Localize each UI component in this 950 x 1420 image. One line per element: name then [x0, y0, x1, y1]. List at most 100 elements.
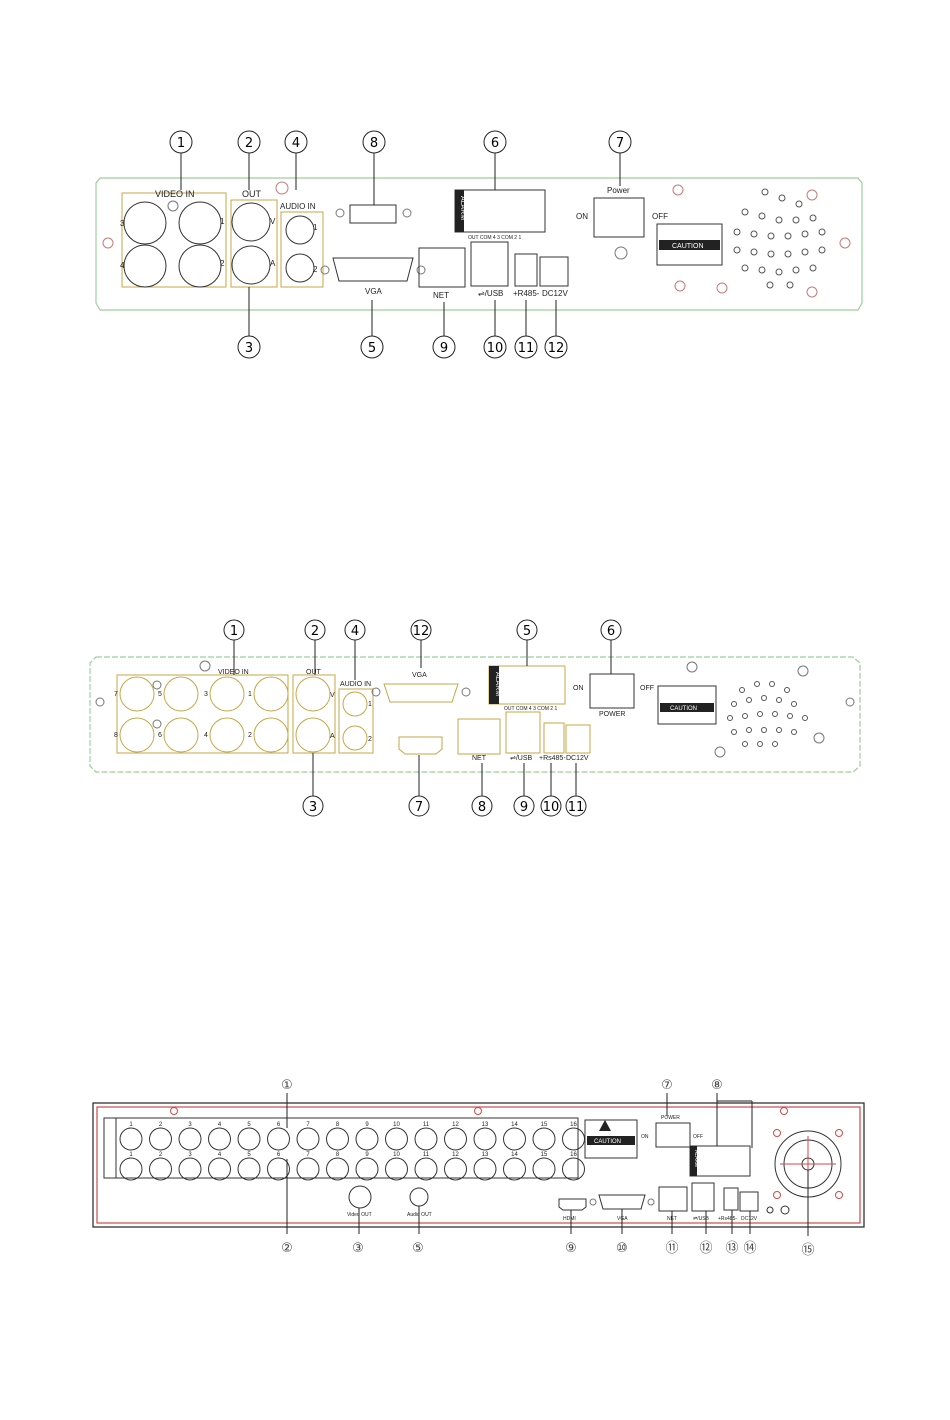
p3-video-in-5[interactable] [237, 1127, 261, 1151]
p3-video-in-12[interactable] [444, 1127, 467, 1151]
p2-audio-in-1[interactable] [342, 691, 368, 717]
p3-video-in-3[interactable] [178, 1127, 202, 1151]
p3-hdmi-port[interactable] [558, 1198, 587, 1211]
panel-3-chassis-outer [92, 1102, 865, 1228]
p3-net-port[interactable] [658, 1186, 688, 1212]
p3-loop-out-label-1: 1 [129, 1152, 133, 1158]
p2-net-port[interactable] [457, 718, 501, 755]
p3-video-in-10[interactable] [385, 1127, 408, 1151]
p1-dc12v-port[interactable] [539, 256, 569, 287]
p1-video-in-2[interactable] [178, 244, 222, 288]
p2-video-in-7[interactable] [119, 676, 155, 712]
p3-video-out-port[interactable] [348, 1185, 372, 1209]
p3-video-in-2[interactable] [149, 1127, 172, 1151]
p2-video-in-block [116, 674, 289, 754]
p3-rs485-port[interactable] [723, 1187, 739, 1211]
p3-video-in-6[interactable] [267, 1127, 290, 1151]
p3-callout-11: ⑪ [665, 1241, 678, 1256]
p3-audio-out-port[interactable] [409, 1187, 429, 1207]
p3-loop-out-9[interactable] [355, 1157, 379, 1181]
p3-callout-15: ⑮ [801, 1243, 814, 1258]
p3-callout-12: ⑫ [699, 1241, 712, 1256]
p2-video-in-4[interactable] [209, 717, 245, 753]
p2-callout-text-8: 8 [478, 800, 486, 815]
p3-video-in-4[interactable] [208, 1127, 231, 1151]
p3-loop-out-14[interactable] [503, 1157, 526, 1181]
p1-label-v: V [270, 217, 276, 226]
p1-video-in-3[interactable] [123, 201, 167, 245]
p3-video-in-16[interactable] [562, 1127, 585, 1151]
p1-audio-out[interactable] [231, 245, 271, 285]
p3-video-in-14[interactable] [503, 1127, 526, 1151]
p3-loop-out-1[interactable] [119, 1157, 143, 1181]
p3-video-in-11[interactable] [414, 1127, 438, 1151]
p2-label-alarm: ALARM [494, 672, 501, 696]
p1-alarm-block[interactable] [454, 189, 546, 233]
p1-label-ch4: 4 [120, 261, 125, 270]
p1-audio-in-1[interactable] [285, 215, 315, 245]
p3-loop-out-11[interactable] [414, 1157, 438, 1181]
p2-video-in-5[interactable] [163, 676, 199, 712]
p1-audio-in-2[interactable] [285, 253, 315, 283]
p2-label-off: OFF [640, 685, 654, 692]
panel-1-chassis [95, 177, 863, 311]
p3-power-switch[interactable] [655, 1122, 691, 1148]
p3-video-in-label-15: 15 [541, 1122, 548, 1128]
p1-rs485-port[interactable] [514, 253, 538, 287]
p3-loop-out-10[interactable] [385, 1157, 408, 1181]
p2-dc12v-port[interactable] [565, 724, 591, 754]
p3-loop-out-6[interactable] [267, 1157, 290, 1181]
p2-vga-port[interactable] [383, 683, 459, 703]
p3-loop-out-7[interactable] [296, 1157, 320, 1181]
p3-loop-out-13[interactable] [473, 1157, 497, 1181]
p1-video-in-1[interactable] [178, 201, 222, 245]
p3-loop-out-15[interactable] [532, 1157, 556, 1181]
p3-video-in-9[interactable] [355, 1127, 379, 1151]
p3-vga-port[interactable] [598, 1194, 646, 1210]
p2-callouts-bottom [302, 753, 587, 817]
p2-video-in-1[interactable] [253, 676, 289, 712]
p2-video-in-6[interactable] [163, 717, 199, 753]
p1-usb-port[interactable] [470, 241, 509, 287]
p2-power-switch[interactable] [589, 673, 635, 709]
p1-label-ch1: 1 [220, 217, 225, 226]
p3-loop-out-2[interactable] [149, 1157, 172, 1181]
p3-loop-out-4[interactable] [208, 1157, 231, 1181]
p2-video-in-8[interactable] [119, 717, 155, 753]
panel-2: VIDEO IN 7 5 3 1 8 6 4 2 OUT V A AUDIO I… [89, 619, 861, 817]
p3-usb-port[interactable] [691, 1182, 715, 1212]
p3-loop-out-12[interactable] [444, 1157, 467, 1181]
p3-loop-out-3[interactable] [178, 1157, 202, 1181]
p3-video-in-15[interactable] [532, 1127, 556, 1151]
p2-callout-text-1: 1 [230, 624, 238, 639]
p3-label-hdmi: HDMI [563, 1216, 576, 1222]
p2-video-in-2[interactable] [253, 717, 289, 753]
p3-loop-out-5[interactable] [237, 1157, 261, 1181]
p2-callout-text-7: 7 [415, 800, 423, 815]
p2-caution-sticker [657, 685, 717, 725]
p3-video-in-13[interactable] [473, 1127, 497, 1151]
p2-video-in-3[interactable] [209, 676, 245, 712]
p2-callout-text-12: 12 [413, 624, 430, 639]
p3-dc12v-port[interactable] [739, 1191, 759, 1212]
p1-port-8[interactable] [349, 204, 397, 224]
p3-loop-out-label-4: 4 [218, 1152, 222, 1158]
p1-video-out[interactable] [231, 202, 271, 242]
p3-video-in-1[interactable] [119, 1127, 143, 1151]
p1-callout-text-5: 5 [368, 341, 376, 356]
p2-usb-port[interactable] [505, 711, 541, 754]
p3-loop-out-16[interactable] [562, 1157, 585, 1181]
p1-vga-port[interactable] [332, 257, 414, 282]
p1-net-port[interactable] [418, 247, 466, 288]
p2-audio-in-2[interactable] [342, 725, 368, 751]
p1-callout-text-8: 8 [370, 136, 378, 151]
p1-power-switch[interactable] [593, 197, 645, 238]
p2-audio-out[interactable] [295, 717, 331, 753]
p2-video-out[interactable] [295, 676, 331, 712]
p3-video-in-7[interactable] [296, 1127, 320, 1151]
p2-hdmi-port[interactable] [398, 736, 443, 755]
p2-rs485-port[interactable] [543, 722, 565, 754]
p3-loop-out-8[interactable] [326, 1157, 349, 1181]
p1-video-in-4[interactable] [123, 244, 167, 288]
p3-video-in-8[interactable] [326, 1127, 349, 1151]
